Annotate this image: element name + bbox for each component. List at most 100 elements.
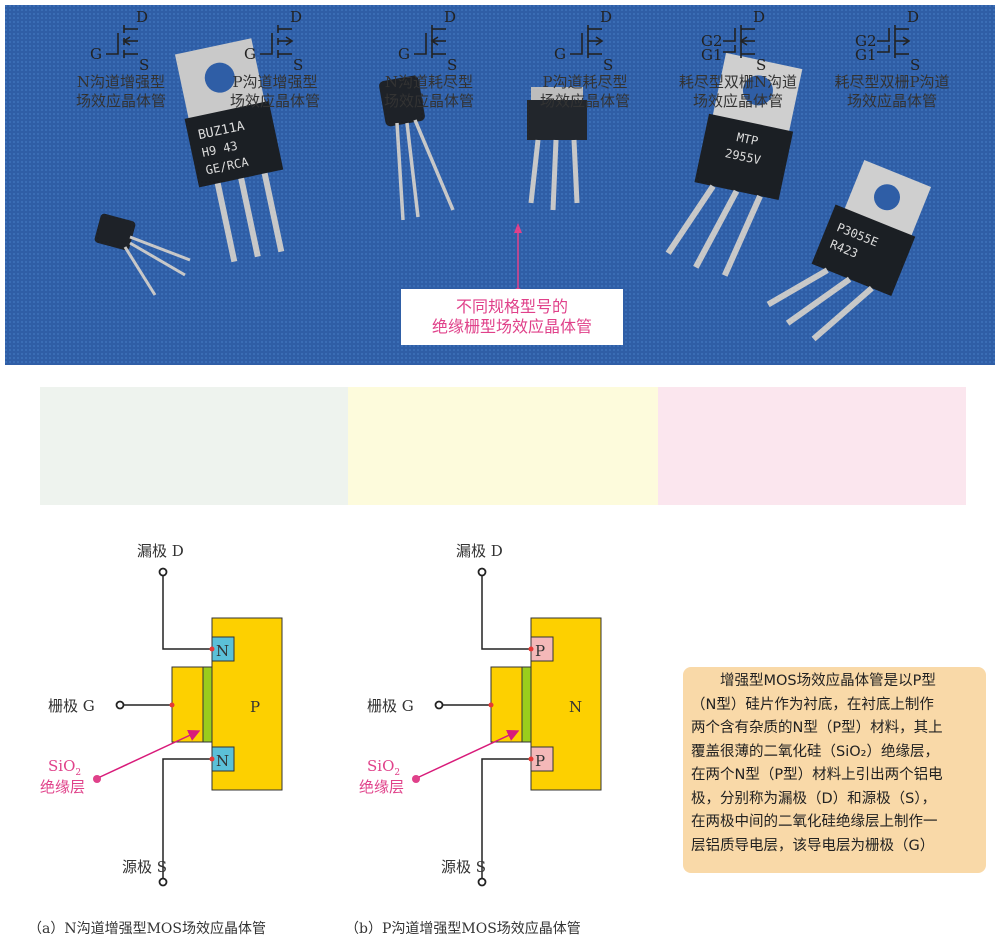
oxide-label-2: 绝缘层: [359, 778, 404, 796]
transistor-p3055e: P3055E R423: [766, 160, 932, 342]
transistor-photo: BUZ11A H9 43 GE/RCA MTP 2955V P3055E R42…: [5, 5, 995, 365]
note-line: 增强型MOS场效应晶体管是以P型: [691, 673, 936, 689]
symbol-caption: N沟道耗尽型场效应晶体管: [352, 73, 506, 111]
note-line: 层铝质导电层，该导电层为栅极（G）: [691, 837, 935, 854]
symbol-p-depletion: D S G P沟道耗尽型场效应晶体管: [508, 0, 662, 118]
caption-line: 耗尽型双栅N沟道: [678, 73, 798, 91]
symbol-caption: 耗尽型双栅P沟道场效应晶体管: [815, 73, 969, 111]
gate-metal: [490, 666, 523, 743]
region-label: N: [216, 642, 229, 660]
panel-depletion: [348, 387, 658, 505]
drain-label: 漏极 D: [137, 542, 184, 560]
caption-line: 场效应晶体管: [383, 92, 474, 110]
note-line: 两个含有杂质的N型（P型）材料，其上: [691, 720, 943, 736]
region-label: N: [216, 752, 229, 770]
region-label: P: [535, 642, 545, 660]
mosfet-symbol-icon: DSG: [398, 8, 457, 74]
caption-line: 场效应晶体管: [229, 92, 320, 110]
note-line: 覆盖很薄的二氧化硅（SiO₂）绝缘层，: [691, 743, 939, 760]
oxide-layer: [202, 666, 213, 743]
contact-dot: [528, 646, 534, 652]
caption-line: N沟道增强型: [76, 73, 166, 91]
caption-line: 场效应晶体管: [75, 92, 166, 110]
oxide-label-2: 绝缘层: [40, 778, 85, 796]
caption-line: 场效应晶体管: [692, 92, 783, 110]
callout-arrow: [514, 223, 522, 233]
drain-terminal: [477, 567, 487, 577]
panel-enhancement: [40, 387, 348, 505]
mosfet-symbol-icon: D S G: [244, 8, 303, 74]
oxide-pointer-arrow: [99, 729, 201, 778]
source-label: S: [139, 56, 149, 74]
gate-label: G: [554, 45, 566, 63]
gate1-label: G1: [701, 46, 723, 64]
symbol-n-enhancement: D S G N沟道增强型场效应晶体管: [44, 0, 198, 118]
gate-label: G: [244, 45, 256, 63]
drain-label: D: [600, 8, 612, 26]
source-label: S: [910, 56, 920, 74]
drain-label: 漏极 D: [456, 542, 503, 560]
caption-line: 场效应晶体管: [539, 92, 630, 110]
caption-b: （b）P沟道增强型MOS场效应晶体管: [345, 921, 581, 937]
transistor-buz11a: BUZ11A H9 43 GE/RCA: [174, 38, 285, 263]
transistor-to92: [379, 75, 455, 221]
contact-dot: [169, 702, 175, 708]
drain-label: D: [907, 8, 919, 26]
gate-label: G: [90, 45, 102, 63]
substrate-label: N: [569, 698, 582, 716]
source-label: S: [603, 56, 613, 74]
symbol-caption: P沟道耗尽型场效应晶体管: [508, 73, 662, 111]
substrate-label: P: [250, 698, 260, 716]
drain-label: D: [290, 8, 302, 26]
oxide-label: SiO2: [367, 757, 400, 778]
source-label: 源极 S: [122, 858, 167, 876]
contact-dot: [209, 756, 215, 762]
gate-terminal: [434, 700, 444, 710]
source-terminal: [477, 877, 487, 887]
source-label: S: [447, 56, 457, 74]
caption-line: N沟道耗尽型: [384, 73, 474, 91]
transistor-ipak: [527, 87, 587, 211]
contact-dot: [528, 756, 534, 762]
gate-label: 栅极 G: [48, 697, 95, 715]
contact-dot: [209, 646, 215, 652]
source-label: S: [756, 56, 766, 74]
callout-line-1: 不同规格型号的: [455, 297, 568, 316]
caption-line: P沟道增强型: [232, 73, 318, 91]
gate2-label: G2: [855, 32, 877, 50]
note-line: （N型）硅片作为衬底，在衬底上制作: [691, 696, 934, 713]
symbol-caption: P沟道增强型场效应晶体管: [198, 73, 352, 111]
caption-line: 场效应晶体管: [846, 92, 937, 110]
symbol-caption: N沟道增强型场效应晶体管: [44, 73, 198, 111]
oxide-layer: [521, 666, 532, 743]
mosfet-symbol-icon: D S G: [90, 8, 149, 74]
explanation-note: 增强型MOS场效应晶体管是以P型 （N型）硅片作为衬底，在衬底上制作 两个含有杂…: [683, 667, 986, 873]
region-label: P: [535, 752, 545, 770]
symbol-caption: 耗尽型双栅N沟道场效应晶体管: [661, 73, 815, 111]
contact-dot: [488, 702, 494, 708]
symbol-p-enhancement: D S G P沟道增强型场效应晶体管: [198, 0, 352, 118]
panel-dual-gate: [658, 387, 966, 505]
source-label: 源极 S: [441, 858, 486, 876]
source-label: S: [293, 56, 303, 74]
caption-line: 耗尽型双栅P沟道: [834, 73, 950, 91]
photo-callout: 不同规格型号的 绝缘栅型场效应晶体管: [401, 289, 623, 345]
note-line: 在两个N型（P型）材料上引出两个铝电: [691, 767, 943, 783]
callout-line-2: 绝缘栅型场效应晶体管: [431, 317, 592, 336]
gate-terminal: [115, 700, 125, 710]
caption-line: P沟道耗尽型: [542, 73, 628, 91]
oxide-label: SiO2: [48, 757, 81, 778]
oxide-pointer-dot: [93, 775, 101, 783]
gate2-label: G2: [701, 32, 723, 50]
svg-text:MTP: MTP: [735, 130, 759, 148]
gate-label: 栅极 G: [367, 697, 414, 715]
drain-label: D: [753, 8, 765, 26]
drain-label: D: [136, 8, 148, 26]
